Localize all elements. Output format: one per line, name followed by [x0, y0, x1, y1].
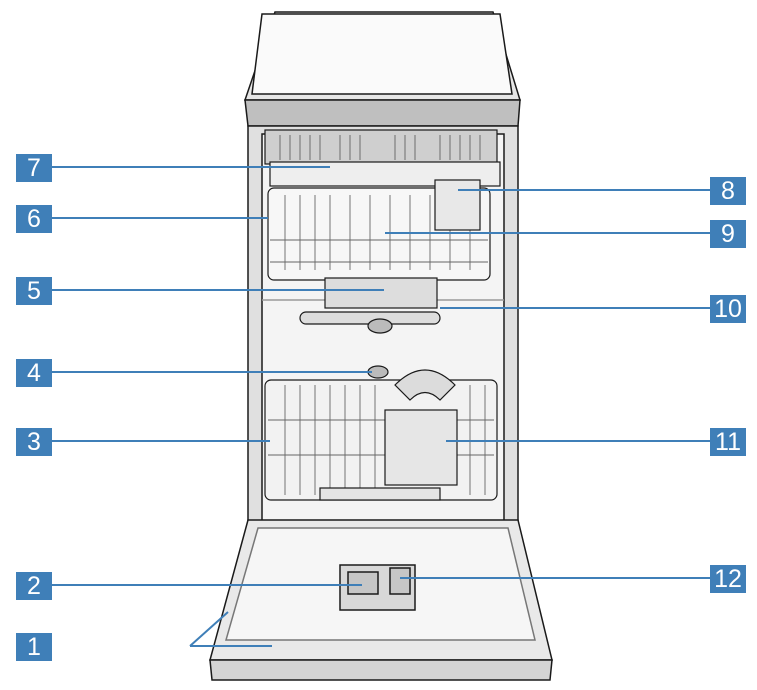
callout-badge-4: 4 — [16, 359, 52, 387]
callout-badge-12: 12 — [710, 565, 746, 593]
upper-basket — [267, 179, 491, 281]
callout-badge-11: 11 — [710, 428, 746, 456]
callout-badge-8: 8 — [710, 177, 746, 205]
callout-badge-6: 6 — [16, 205, 52, 233]
callout-badge-2: 2 — [16, 572, 52, 600]
upper-spray-arm — [299, 277, 441, 334]
callout-badge-10: 10 — [710, 295, 746, 323]
cutlery-drawer — [264, 129, 501, 187]
lower-basket — [264, 365, 498, 501]
leader-line-1b — [189, 611, 229, 647]
callout-badge-9: 9 — [710, 220, 746, 248]
callout-badge-1: 1 — [16, 633, 52, 661]
callout-badge-3: 3 — [16, 428, 52, 456]
callout-badge-5: 5 — [16, 277, 52, 305]
dishwasher-lid — [243, 11, 522, 127]
dishwasher-door — [209, 519, 553, 681]
callout-badge-7: 7 — [16, 154, 52, 182]
callout-lines — [52, 166, 710, 647]
